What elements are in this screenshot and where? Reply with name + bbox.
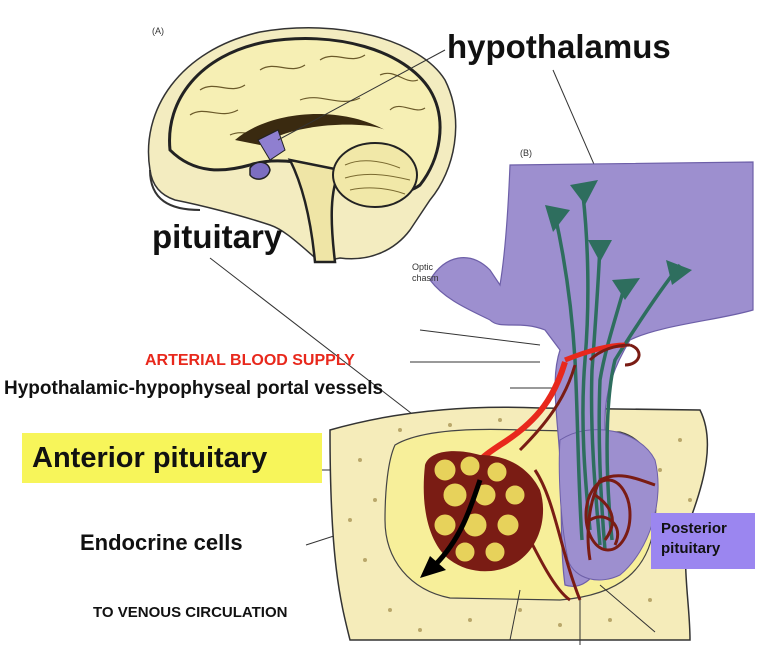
nerve-fibers xyxy=(553,194,682,551)
cerebellum xyxy=(332,142,418,208)
portal-vessels-label: Hypothalamic-hypophyseal portal vessels xyxy=(4,378,384,399)
posterior-capillaries xyxy=(584,478,632,552)
hypothalamus-label: hypothalamus xyxy=(447,28,671,65)
neuron-bodies xyxy=(545,180,692,300)
optic-chasm-label-line2: chasm xyxy=(412,273,439,283)
venous-outflow-arrow xyxy=(433,479,483,567)
posterior-pituitary-line2: pituitary xyxy=(661,540,721,557)
pituitary-gland xyxy=(249,161,271,180)
bone-texture xyxy=(348,418,692,632)
optic-chasm-label: Optic chasm xyxy=(412,262,462,284)
brain-section xyxy=(147,27,457,264)
panel-a-label: (A) xyxy=(152,26,164,36)
optic-chasm-label-line1: Optic xyxy=(412,262,434,272)
hypothalamus-region xyxy=(257,129,286,161)
endocrine-cells xyxy=(433,455,526,563)
panel-b-label: (B) xyxy=(520,148,532,158)
brainstem xyxy=(287,158,342,264)
venous-circulation-label: TO VENOUS CIRCULATION xyxy=(93,604,288,621)
pituitary-label: pituitary xyxy=(152,218,283,255)
arterial-blood-supply-label: ARTERIAL BLOOD SUPPLY xyxy=(145,352,355,369)
posterior-pituitary-label: Posterior pituitary xyxy=(651,513,755,569)
anterior-pituitary-label: Anterior pituitary xyxy=(22,433,322,483)
endocrine-cells-label: Endocrine cells xyxy=(80,530,243,555)
posterior-pituitary-line1: Posterior xyxy=(661,520,727,537)
